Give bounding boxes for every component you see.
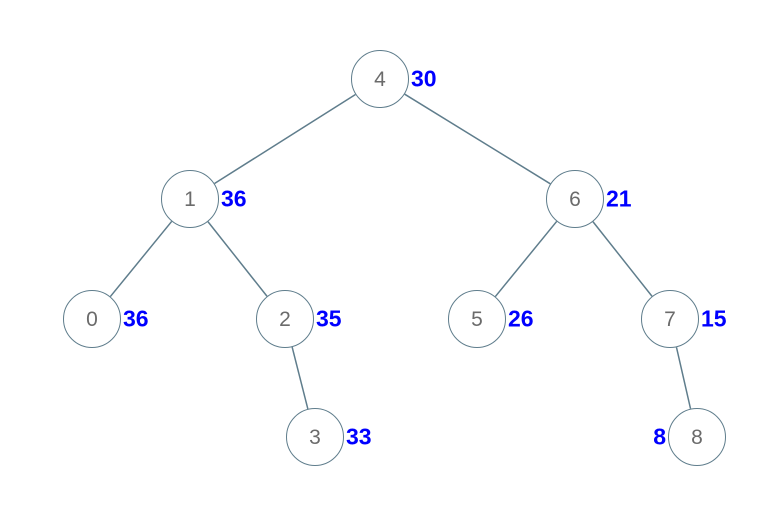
tree-node-7[interactable]: 7 15 (641, 290, 727, 348)
tree-node-key: 2 (279, 307, 291, 331)
tree-edge (291, 346, 309, 410)
tree-node-key: 6 (569, 187, 581, 211)
tree-node-key: 8 (691, 425, 703, 449)
tree-node-value: 8 (653, 423, 666, 450)
tree-node-5[interactable]: 5 26 (448, 290, 534, 348)
tree-node-key: 7 (664, 307, 676, 331)
tree-node-4[interactable]: 4 30 (351, 50, 437, 108)
tree-edge (592, 221, 653, 297)
tree-node-value: 15 (701, 305, 727, 332)
tree-edge (214, 93, 356, 185)
tree-node-value: 35 (316, 305, 342, 332)
tree-edge (207, 221, 268, 297)
tree-edge (109, 220, 173, 298)
tree-node-value: 36 (221, 185, 247, 212)
tree-node-0[interactable]: 0 36 (63, 290, 149, 348)
tree-edge (675, 347, 692, 409)
tree-node-key: 3 (309, 425, 321, 449)
tree-node-1[interactable]: 1 36 (161, 170, 247, 228)
tree-node-key: 0 (86, 307, 98, 331)
tree-node-value: 36 (123, 305, 149, 332)
tree-node-key: 1 (184, 187, 196, 211)
tree-edge (494, 220, 558, 298)
tree-edge (404, 93, 551, 185)
tree-node-6[interactable]: 6 21 (546, 170, 632, 228)
tree-node-key: 5 (471, 307, 483, 331)
tree-node-2[interactable]: 2 35 (256, 290, 342, 348)
tree-node-value: 26 (508, 305, 534, 332)
tree-node-value: 33 (346, 423, 372, 450)
tree-node-value: 21 (606, 185, 632, 212)
tree-node-value: 30 (411, 65, 437, 92)
tree-node-key: 4 (374, 67, 386, 91)
